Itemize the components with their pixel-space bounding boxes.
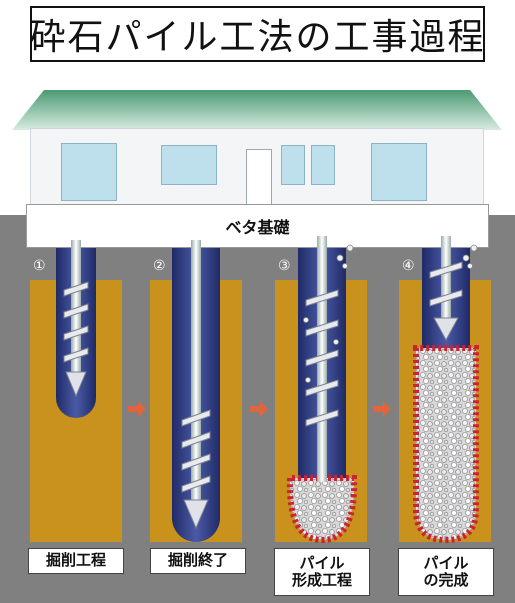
step-number-1: ① — [33, 258, 46, 274]
foundation-label: ベタ基礎 — [225, 218, 290, 237]
house-window — [61, 143, 117, 201]
step-label-1: 掘削工程 — [28, 548, 124, 574]
diagram-title-text: 砕石パイル工法の工事過程 — [29, 17, 486, 58]
house-window — [161, 145, 217, 185]
step-label-3: パイル 形成工程 — [274, 548, 370, 596]
process-arrows — [128, 401, 391, 417]
diagram-title: 砕石パイル工法の工事過程 — [30, 6, 485, 62]
step-number-4: ④ — [402, 258, 415, 274]
foundation-slab: ベタ基礎 — [26, 204, 489, 248]
house-window — [311, 145, 335, 185]
house-roof — [12, 90, 502, 130]
house-window — [371, 143, 427, 201]
bore-hole-4 — [413, 236, 479, 544]
step-label-2: 掘削終了 — [150, 548, 246, 574]
bore-hole-1 — [56, 240, 96, 418]
step-number-3: ③ — [278, 258, 291, 274]
bore-hole-2 — [172, 240, 220, 542]
bore-hole-3 — [286, 236, 358, 544]
house-window — [281, 145, 305, 185]
step-number-2: ② — [153, 258, 166, 274]
step-label-4: パイル の完成 — [398, 548, 494, 596]
